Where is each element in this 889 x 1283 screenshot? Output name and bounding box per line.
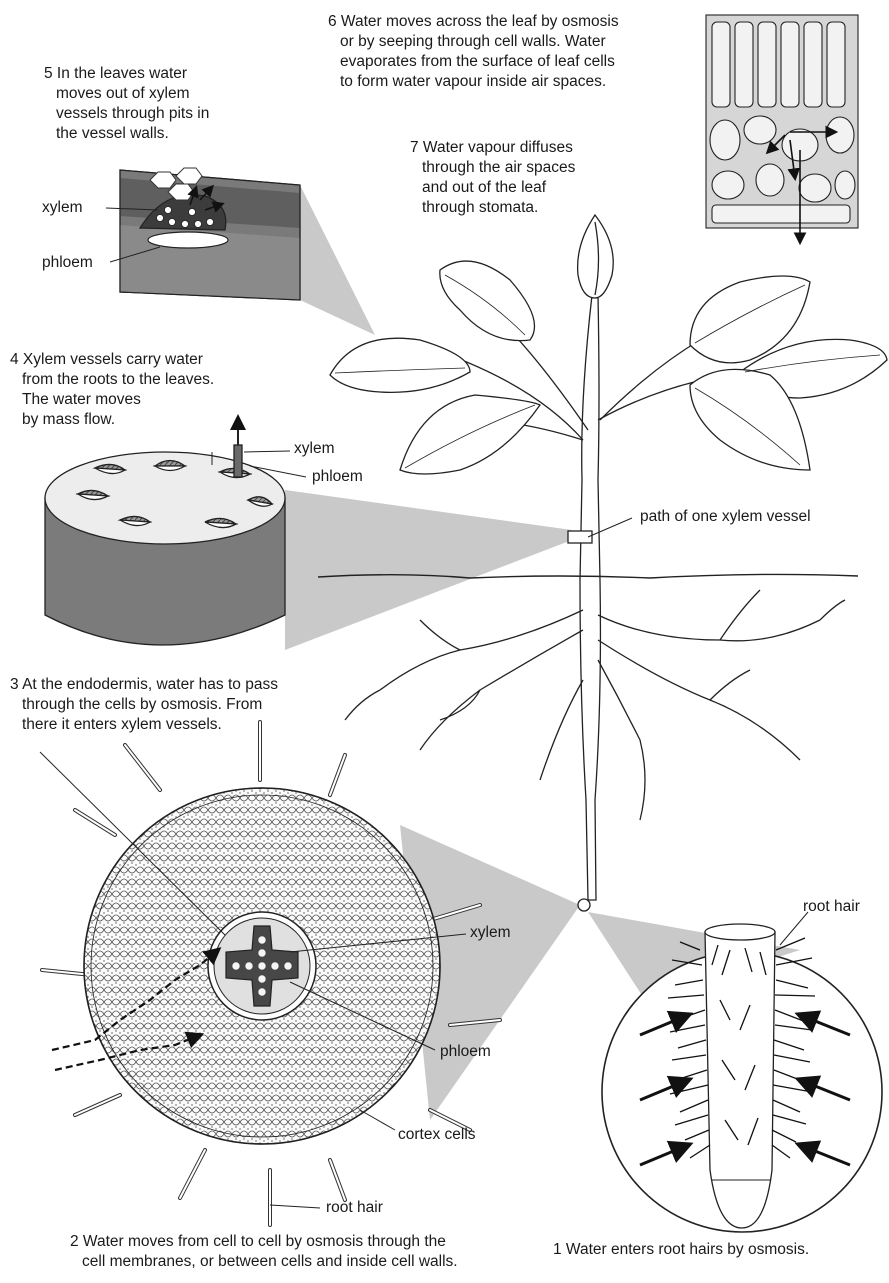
leaf-projection: [300, 185, 375, 335]
step-1-text: 1 Water enters root hairs by osmosis.: [553, 1240, 809, 1260]
root-hair-label-zoom: root hair: [803, 898, 860, 916]
stem-projection: [285, 490, 572, 650]
root-xylem-label: xylem: [470, 924, 510, 942]
step-5-line-4: the vessel walls.: [44, 124, 209, 144]
step-4-line-3: The water moves: [10, 390, 214, 410]
leaf-phloem-label: phloem: [42, 254, 93, 272]
root-hair-label-cross-section: root hair: [326, 1199, 383, 1217]
step-6-line-2: or by seeping through cell walls. Water: [328, 32, 619, 52]
step-4-line-1: 4 Xylem vessels carry water: [10, 350, 214, 370]
step-6-line-3: evaporates from the surface of leaf cell…: [328, 52, 619, 72]
stem-xylem-label: xylem: [294, 440, 334, 458]
step-3-line-2: through the cells by osmosis. From: [10, 695, 278, 715]
leaf-upper-left: [440, 261, 535, 341]
step-3-line-1: 3 At the endodermis, water has to pass: [10, 675, 278, 695]
step-5-line-1: 5 In the leaves water: [44, 64, 209, 84]
step-4-line-4: by mass flow.: [10, 410, 214, 430]
step-2-line-2: cell membranes, or between cells and ins…: [70, 1252, 458, 1272]
step-7-line-4: through stomata.: [410, 198, 575, 218]
step-7-text: 7 Water vapour diffuses through the air …: [410, 138, 575, 218]
step-7-line-1: 7 Water vapour diffuses: [410, 138, 575, 158]
leaf-section: [106, 168, 300, 300]
step-6-line-1: 6 Water moves across the leaf by osmosis: [328, 12, 619, 32]
step-1-line-1: 1 Water enters root hairs by osmosis.: [553, 1240, 809, 1260]
stem-phloem-label: phloem: [312, 468, 363, 486]
step-3-line-3: there it enters xylem vessels.: [10, 715, 278, 735]
root-phloem-label: phloem: [440, 1043, 491, 1061]
mesophyll-inset: [706, 15, 858, 242]
leaf-left: [330, 338, 470, 392]
leaf-xylem-label: xylem: [42, 199, 82, 217]
leaf-phloem-ellipse: [148, 232, 228, 248]
stem-cylinder: [45, 418, 306, 645]
step-2-line-1: 2 Water moves from cell to cell by osmos…: [70, 1232, 458, 1252]
step-2-text: 2 Water moves from cell to cell by osmos…: [70, 1232, 458, 1272]
leaf-lower-left: [400, 395, 540, 474]
root-tip-circle: [578, 899, 590, 911]
step-4-text: 4 Xylem vessels carry water from the roo…: [10, 350, 214, 430]
stem-xylem-tube: [234, 445, 242, 477]
root-cross-section: [40, 722, 500, 1225]
cortex-cells-label: cortex cells: [398, 1126, 476, 1144]
stem: [580, 295, 600, 900]
step-7-line-3: and out of the leaf: [410, 178, 575, 198]
step-5-line-2: moves out of xylem: [44, 84, 209, 104]
path-of-xylem-vessel-label: path of one xylem vessel: [640, 508, 811, 526]
step-5-line-3: vessels through pits in: [44, 104, 209, 124]
step-4-line-2: from the roots to the leaves.: [10, 370, 214, 390]
step-6-text: 6 Water moves across the leaf by osmosis…: [328, 12, 619, 92]
step-5-text: 5 In the leaves water moves out of xylem…: [44, 64, 209, 144]
step-6-line-4: to form water vapour inside air spaces.: [328, 72, 619, 92]
step-3-text: 3 At the endodermis, water has to pass t…: [10, 675, 278, 735]
step-7-line-2: through the air spaces: [410, 158, 575, 178]
